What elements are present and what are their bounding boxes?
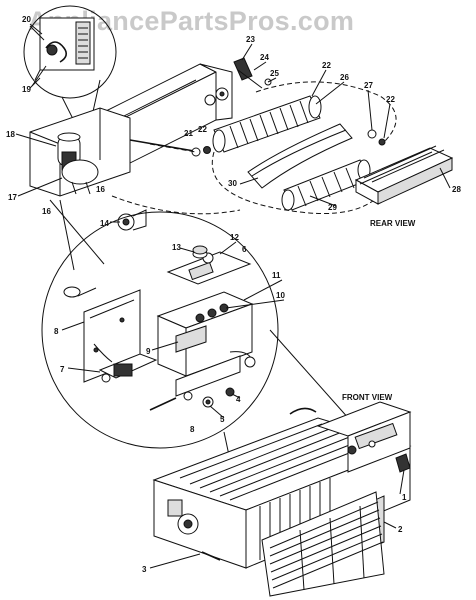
- callout-22-a: 22: [322, 61, 331, 70]
- callout-9: 9: [146, 347, 151, 356]
- callout-14: 14: [100, 219, 109, 228]
- rear-assembly: [29, 57, 397, 215]
- callout-25: 25: [270, 69, 279, 78]
- callout-17: 17: [8, 193, 17, 202]
- callout-22-c: 22: [198, 125, 207, 134]
- callout-27: 27: [364, 81, 373, 90]
- callout-20: 20: [22, 15, 31, 24]
- callout-22-b: 22: [386, 95, 395, 104]
- front-view-label: FRONT VIEW: [342, 393, 393, 402]
- front-unit: [152, 401, 412, 597]
- callout-4: 4: [236, 395, 241, 404]
- callout-16-a: 16: [96, 185, 105, 194]
- blower-wheel-upper: [212, 95, 322, 153]
- callout-28: 28: [452, 185, 461, 194]
- callout-30: 30: [228, 179, 237, 188]
- callout-13: 13: [172, 243, 181, 252]
- callout-26: 26: [340, 73, 349, 82]
- callout-2: 2: [398, 525, 403, 534]
- callout-12: 12: [230, 233, 239, 242]
- rear-view-label: REAR VIEW: [370, 219, 416, 228]
- callout-6: 6: [242, 245, 247, 254]
- callout-21: 21: [184, 129, 193, 138]
- callout-5: 5: [220, 415, 225, 424]
- callout-leaders: [15, 23, 451, 569]
- callout-29: 29: [328, 203, 337, 212]
- callout-3: 3: [142, 565, 147, 574]
- blower-wheel-lower: [281, 159, 371, 211]
- callout-8-a: 8: [54, 327, 59, 336]
- callout-18: 18: [6, 130, 15, 139]
- detail-circle-middle: [41, 211, 279, 449]
- callout-7: 7: [60, 365, 65, 374]
- detail-circle-top: [23, 5, 117, 99]
- callout-8-b: 8: [190, 425, 195, 434]
- callout-19: 19: [22, 85, 31, 94]
- callout-24: 24: [260, 53, 269, 62]
- callout-labels: 20 19 18 17 16 16 14 23 24 25 22 26 27 2…: [6, 15, 461, 574]
- callout-1: 1: [402, 493, 407, 502]
- callout-16-b: 16: [42, 207, 51, 216]
- callout-10: 10: [276, 291, 285, 300]
- evaporator-coil-rear: [354, 145, 454, 205]
- callout-23: 23: [246, 35, 255, 44]
- callout-11: 11: [272, 271, 281, 280]
